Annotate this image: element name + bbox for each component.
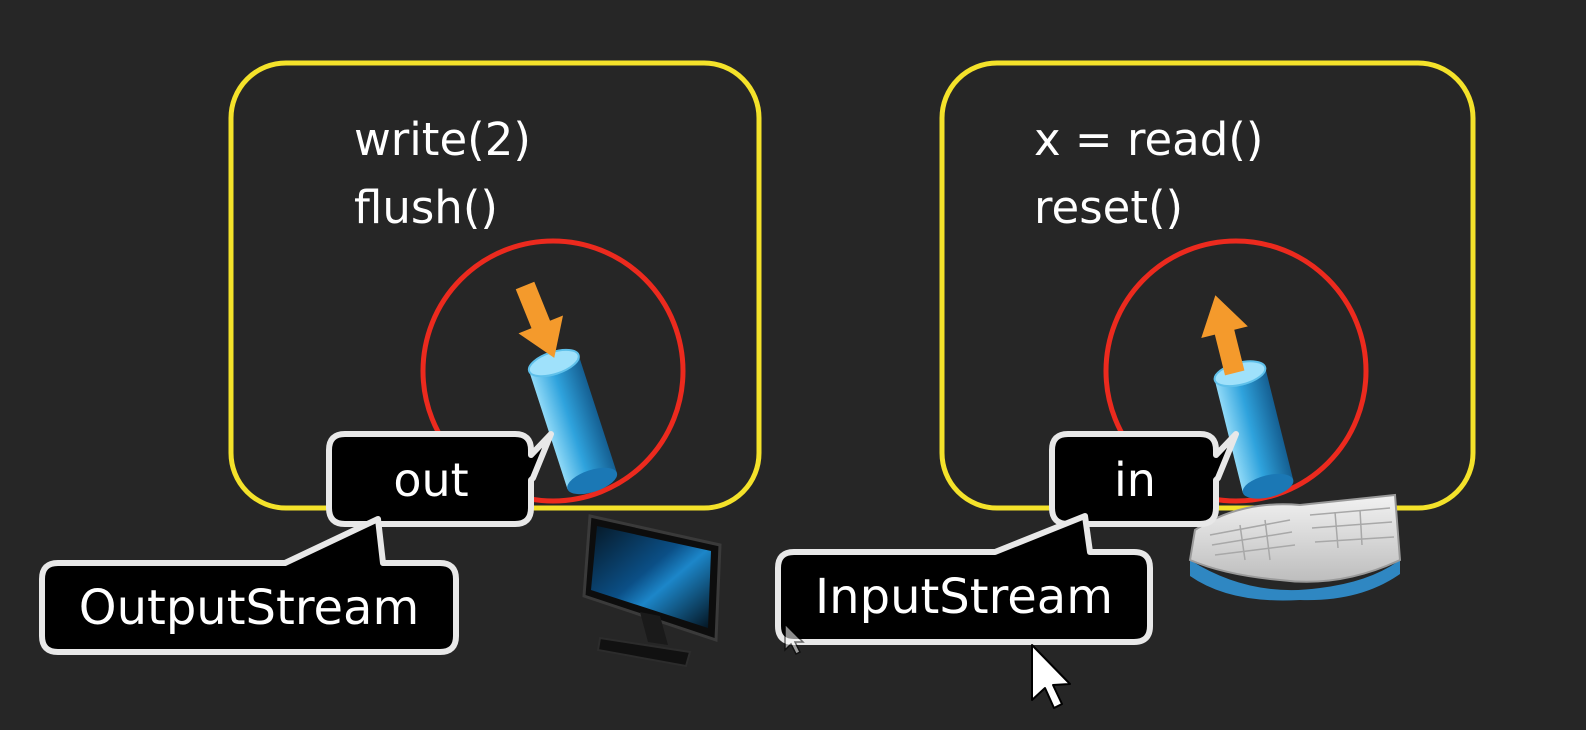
input-stream-panel (775, 60, 1476, 645)
faint-pointer-icon (784, 622, 805, 656)
outputstream-class-label: OutputStream (78, 580, 420, 636)
inputstream-callout (775, 513, 1153, 645)
outputstream-callout (39, 516, 459, 655)
in-callout (1049, 431, 1239, 527)
output-stream-tube-icon (527, 348, 618, 495)
input-stream-tube-icon (1213, 360, 1294, 499)
input-stream-circle (1103, 238, 1369, 504)
out-callout (326, 431, 554, 527)
write-arrow-icon (515, 281, 564, 358)
output-stream-circle (420, 238, 686, 504)
inputstream-class-label: InputStream (815, 569, 1113, 625)
input-code-line-2: reset() (1034, 181, 1184, 234)
out-variable-label: out (393, 453, 469, 507)
keyboard-icon (1188, 493, 1402, 601)
input-code-line-1: x = read() (1034, 113, 1264, 166)
output-code-line-2: flush() (354, 181, 498, 234)
in-variable-label: in (1114, 453, 1156, 507)
output-stream-panel (39, 60, 762, 668)
output-code-line-1: write(2) (354, 113, 531, 166)
mouse-pointer-icon (1031, 644, 1071, 709)
monitor-icon (582, 514, 722, 668)
read-arrow-icon (1201, 295, 1248, 376)
